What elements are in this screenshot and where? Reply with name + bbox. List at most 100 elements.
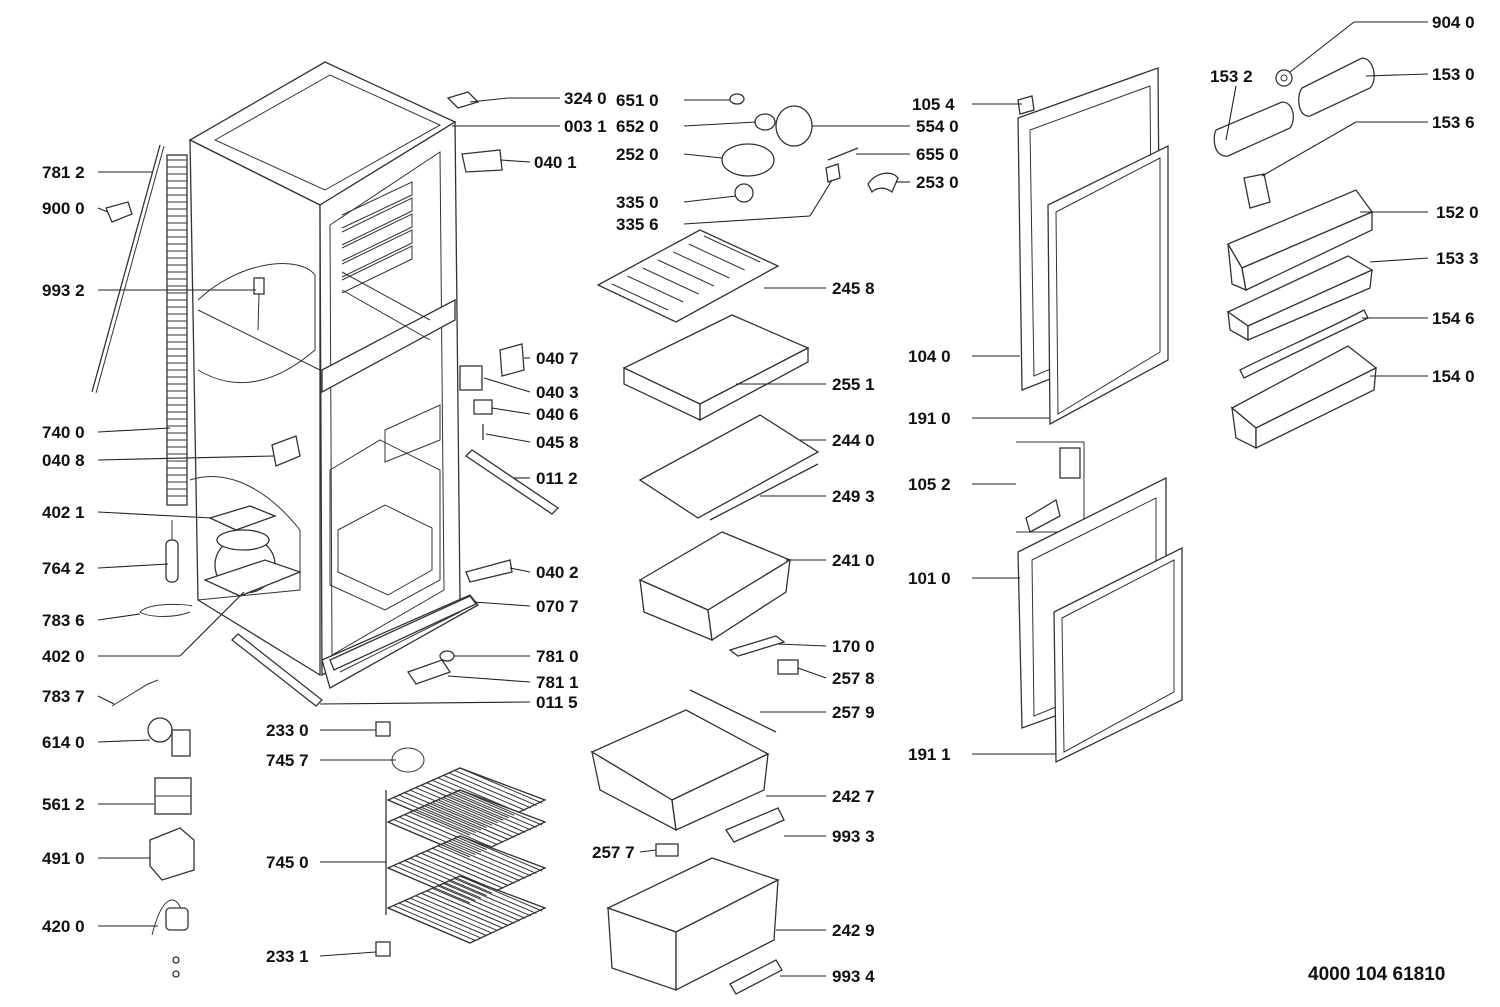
left-parts	[91, 144, 323, 978]
door-shelves	[1213, 57, 1378, 450]
part-label: 191 0	[908, 409, 951, 428]
egg-cover-part	[1213, 101, 1294, 157]
part-label: 745 7	[266, 751, 309, 770]
part-label: 040 1	[534, 153, 577, 172]
part-label: 781 0	[536, 647, 579, 666]
flap-clip-part	[777, 659, 799, 675]
spring-part	[825, 163, 841, 183]
relay-cover-b-part	[149, 827, 195, 881]
cover-hinge-part	[1243, 173, 1271, 209]
trim-strip-part	[709, 463, 819, 521]
part-label: 993 4	[832, 967, 875, 986]
tube-part	[139, 603, 193, 617]
part-label: 335 0	[616, 193, 659, 212]
door-hinge-block	[1025, 498, 1061, 533]
part-label: 253 0	[916, 173, 959, 192]
part-label: 101 0	[908, 569, 951, 588]
part-label: 170 0	[832, 637, 875, 656]
tube-part-b	[111, 679, 159, 707]
part-label: 233 1	[266, 947, 309, 966]
part-label: 104 0	[908, 347, 951, 366]
part-label: 255 1	[832, 375, 875, 394]
plinth-part	[329, 595, 478, 671]
butter-cover-part	[1298, 57, 1375, 117]
thermostat-part	[147, 717, 173, 743]
part-label: 191 1	[908, 745, 951, 764]
flap-part	[728, 635, 786, 657]
mid-hinge-part	[499, 343, 525, 377]
part-label: 561 2	[42, 795, 85, 814]
part-label: 249 3	[832, 487, 875, 506]
part-labels: 904 0 153 2 153 0 153 6 152 0 153 3 154 …	[42, 13, 1479, 986]
rail-part	[464, 449, 560, 515]
part-label: 153 6	[1432, 113, 1475, 132]
drawer-trim-b-part	[729, 959, 783, 995]
upper-gasket-part	[1047, 144, 1169, 426]
part-label: 783 6	[42, 611, 85, 630]
spacer-part	[473, 399, 493, 415]
part-label: 993 3	[832, 827, 875, 846]
capacitor-part	[165, 907, 189, 931]
part-label: 152 0	[1436, 203, 1479, 222]
part-label: 554 0	[916, 117, 959, 136]
part-label: 011 5	[536, 693, 578, 712]
capacitor-wire	[151, 899, 183, 936]
filter-dryer-part	[165, 539, 179, 583]
part-label: 242 9	[832, 921, 875, 940]
mid-hinge-plate	[459, 365, 483, 391]
document-code: 4000 104 61810	[1308, 964, 1446, 985]
part-label: 045 8	[536, 433, 579, 452]
part-label: 257 7	[592, 843, 635, 862]
bottom-hinge-part	[465, 559, 513, 583]
part-label: 402 0	[42, 647, 85, 666]
part-label: 105 2	[908, 475, 951, 494]
part-label: 040 7	[536, 349, 579, 368]
part-label: 040 3	[536, 383, 579, 402]
knob-part	[775, 105, 813, 147]
part-label: 993 2	[42, 281, 85, 300]
part-label: 040 2	[536, 563, 579, 582]
part-label: 154 6	[1432, 309, 1475, 328]
glass-shelf-part	[638, 414, 820, 519]
part-label: 651 0	[616, 91, 659, 110]
clip-part-c	[375, 941, 391, 957]
part-label: 764 2	[42, 559, 85, 578]
washer-part	[1275, 69, 1293, 87]
part-label: 040 8	[42, 451, 85, 470]
leader-lines	[97, 21, 1429, 977]
part-label: 324 0	[564, 89, 607, 108]
door-hinge-pin-part	[1017, 95, 1035, 115]
part-label: 070 7	[536, 597, 579, 616]
evaporator-part	[596, 229, 780, 323]
lamp-cover-part	[867, 172, 899, 194]
part-label: 257 9	[832, 703, 875, 722]
drawer-clip-part	[655, 843, 679, 857]
control-box-part	[721, 143, 775, 177]
rod-part	[91, 144, 161, 393]
part-label: 614 0	[42, 733, 85, 752]
top-hinge-part	[461, 149, 503, 173]
centre-parts	[590, 93, 899, 995]
part-label: 105 4	[912, 95, 955, 114]
part-label: 241 0	[832, 551, 875, 570]
part-label: 244 0	[832, 431, 875, 450]
part-label: 153 2	[1210, 67, 1253, 86]
cap-part	[734, 183, 754, 203]
part-label: 040 6	[536, 405, 579, 424]
part-label: 402 1	[42, 503, 85, 522]
drawer-trim-part	[725, 807, 785, 843]
lamp-holder-part	[754, 113, 776, 131]
relay-cover-part	[208, 505, 277, 531]
bulb-part	[729, 93, 745, 105]
grille-part	[406, 659, 452, 685]
lower-gasket-part	[1053, 546, 1183, 764]
cabinet-small-parts	[329, 91, 560, 957]
hinge-cover-part	[446, 91, 480, 109]
part-label: 245 8	[832, 279, 875, 298]
part-label: 900 0	[42, 199, 85, 218]
part-label: 003 1	[564, 117, 607, 136]
part-label: 153 0	[1432, 65, 1475, 84]
part-label: 781 1	[536, 673, 579, 692]
clip-part-b	[375, 721, 391, 737]
